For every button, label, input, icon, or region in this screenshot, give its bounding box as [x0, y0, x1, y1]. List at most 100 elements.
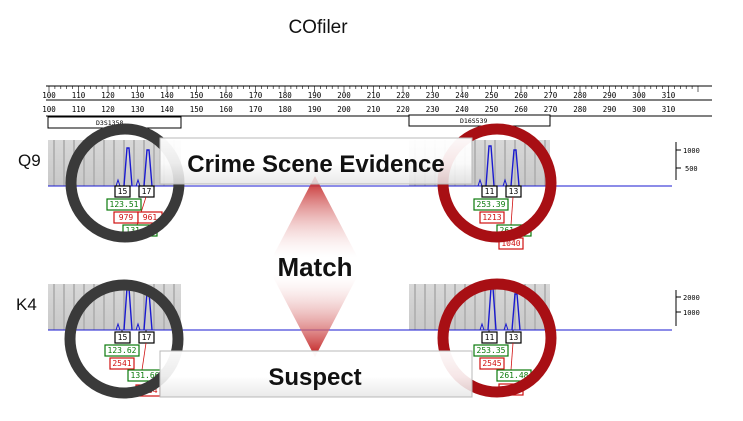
scale-label-top: 230: [426, 91, 440, 100]
scale-label-bottom: 260: [514, 105, 528, 114]
scale-label-top: 260: [514, 91, 528, 100]
stutter-peak: [135, 322, 141, 331]
y-tick-q9-1: 1000: [683, 147, 700, 155]
peak-height-1: 1213: [479, 211, 505, 224]
figure-title: COfiler: [288, 17, 348, 38]
scale-label-bottom: 220: [396, 105, 410, 114]
scale-label-bottom: 190: [308, 105, 322, 114]
stutter-peak: [479, 322, 485, 331]
scale-label-bottom: 230: [426, 105, 440, 114]
scale-label-bottom: 140: [160, 105, 174, 114]
allele-call-2: 13: [505, 185, 522, 198]
peak-height-2-text: 1040: [501, 239, 520, 248]
scale-label-top: 110: [72, 91, 86, 100]
allele-peak: [143, 149, 153, 187]
scale-label-top: 290: [603, 91, 617, 100]
banner-suspect: Suspect: [159, 350, 473, 398]
scale-label-bottom: 250: [485, 105, 499, 114]
allele-peak: [485, 145, 495, 187]
scale-label-bottom: 240: [455, 105, 469, 114]
y-tick-q9-2: 500: [685, 165, 698, 173]
peak-height-1-text: 2541: [112, 359, 131, 368]
banner-crime-scene: Crime Scene Evidence: [159, 137, 473, 185]
scale-label-top: 240: [455, 91, 469, 100]
scale-label-bottom: 180: [278, 105, 292, 114]
y-tick-k4-1: 2000: [683, 294, 700, 302]
scale-label-bottom: 150: [190, 105, 204, 114]
banner-match-text: Match: [277, 252, 352, 282]
match-diamond: [272, 176, 358, 357]
scale-label-bottom: 310: [662, 105, 676, 114]
banner-suspect-text: Suspect: [268, 364, 361, 391]
ring-left-k4: [64, 279, 184, 399]
scale-label-bottom: 280: [573, 105, 587, 114]
scale-label-top: 170: [249, 91, 263, 100]
scale-label-bottom: 290: [603, 105, 617, 114]
scale-label-bottom: 100: [42, 105, 56, 114]
label-leader: [141, 342, 147, 371]
peak-height-1: 979: [113, 211, 139, 224]
allele-call-2-text: 17: [142, 333, 152, 342]
scale-label-top: 310: [662, 91, 676, 100]
allele-call-2-text: 17: [142, 187, 152, 196]
scale-label-top: 180: [278, 91, 292, 100]
allele-call-1-text: 15: [118, 187, 128, 196]
scale-label-top: 280: [573, 91, 587, 100]
peak-height-2-text: 961: [143, 213, 158, 222]
peak-height-1-text: 2545: [482, 359, 501, 368]
scale-label-top: 100: [42, 91, 56, 100]
sample-label-q9: Q9: [18, 151, 41, 170]
label-leader: [510, 342, 514, 371]
fragment-size-1: 123.51: [106, 198, 142, 211]
y-axis-q9: 1000 500: [675, 142, 700, 180]
allele-peak: [511, 293, 521, 331]
allele-call-2: 13: [505, 331, 522, 344]
peak-height-1: 2545: [479, 357, 505, 370]
scale-label-bottom: 300: [632, 105, 646, 114]
scale-label-top: 250: [485, 91, 499, 100]
allele-call-1: 11: [481, 331, 498, 344]
scale-label-top: 300: [632, 91, 646, 100]
scale-label-top: 210: [367, 91, 381, 100]
allele-call-2: 17: [138, 331, 155, 344]
banner-crime-scene-text: Crime Scene Evidence: [187, 151, 444, 178]
allele-peak: [123, 147, 133, 187]
scale-label-top: 270: [544, 91, 558, 100]
stutter-peak: [502, 178, 508, 187]
fragment-size-2-text: 261.48: [500, 371, 529, 380]
allele-call-1-text: 11: [485, 187, 495, 196]
scale-label-top: 120: [101, 91, 115, 100]
allele-call-1-text: 15: [118, 333, 128, 342]
scale-label-bottom: 270: [544, 105, 558, 114]
sample-label-k4: K4: [16, 295, 37, 314]
allele-call-2: 17: [138, 185, 155, 198]
peak-height-1: 2541: [109, 357, 135, 370]
allele-call-1: 15: [114, 331, 131, 344]
scale-label-top: 200: [337, 91, 351, 100]
scale-label-bottom: 210: [367, 105, 381, 114]
locus-right-label: D16S539: [460, 117, 487, 125]
allele-call-2-text: 13: [509, 333, 519, 342]
fragment-size-1: 123.62: [104, 344, 140, 357]
scale-label-bottom: 200: [337, 105, 351, 114]
peak-height-1-text: 979: [119, 213, 134, 222]
scale-label-bottom: 130: [131, 105, 145, 114]
fragment-size-1: 253.35: [473, 344, 509, 357]
scale-label-top: 150: [190, 91, 204, 100]
allele-call-2-text: 13: [509, 187, 519, 196]
locus-left-label: D3S1358: [96, 119, 123, 127]
fragment-size-1-text: 123.51: [110, 200, 139, 209]
stutter-peak: [115, 178, 121, 187]
scale-label-bottom: 120: [101, 105, 115, 114]
fragment-size-1-text: 253.39: [477, 200, 506, 209]
allele-call-1-text: 11: [485, 333, 495, 342]
allele-call-1: 11: [481, 185, 498, 198]
stutter-peak: [115, 322, 121, 331]
scale-label-top: 130: [131, 91, 145, 100]
allele-peak: [510, 149, 520, 187]
label-leader: [510, 196, 514, 226]
stutter-peak: [135, 178, 141, 187]
stutter-peak: [503, 322, 509, 331]
allele-call-1: 15: [114, 185, 131, 198]
